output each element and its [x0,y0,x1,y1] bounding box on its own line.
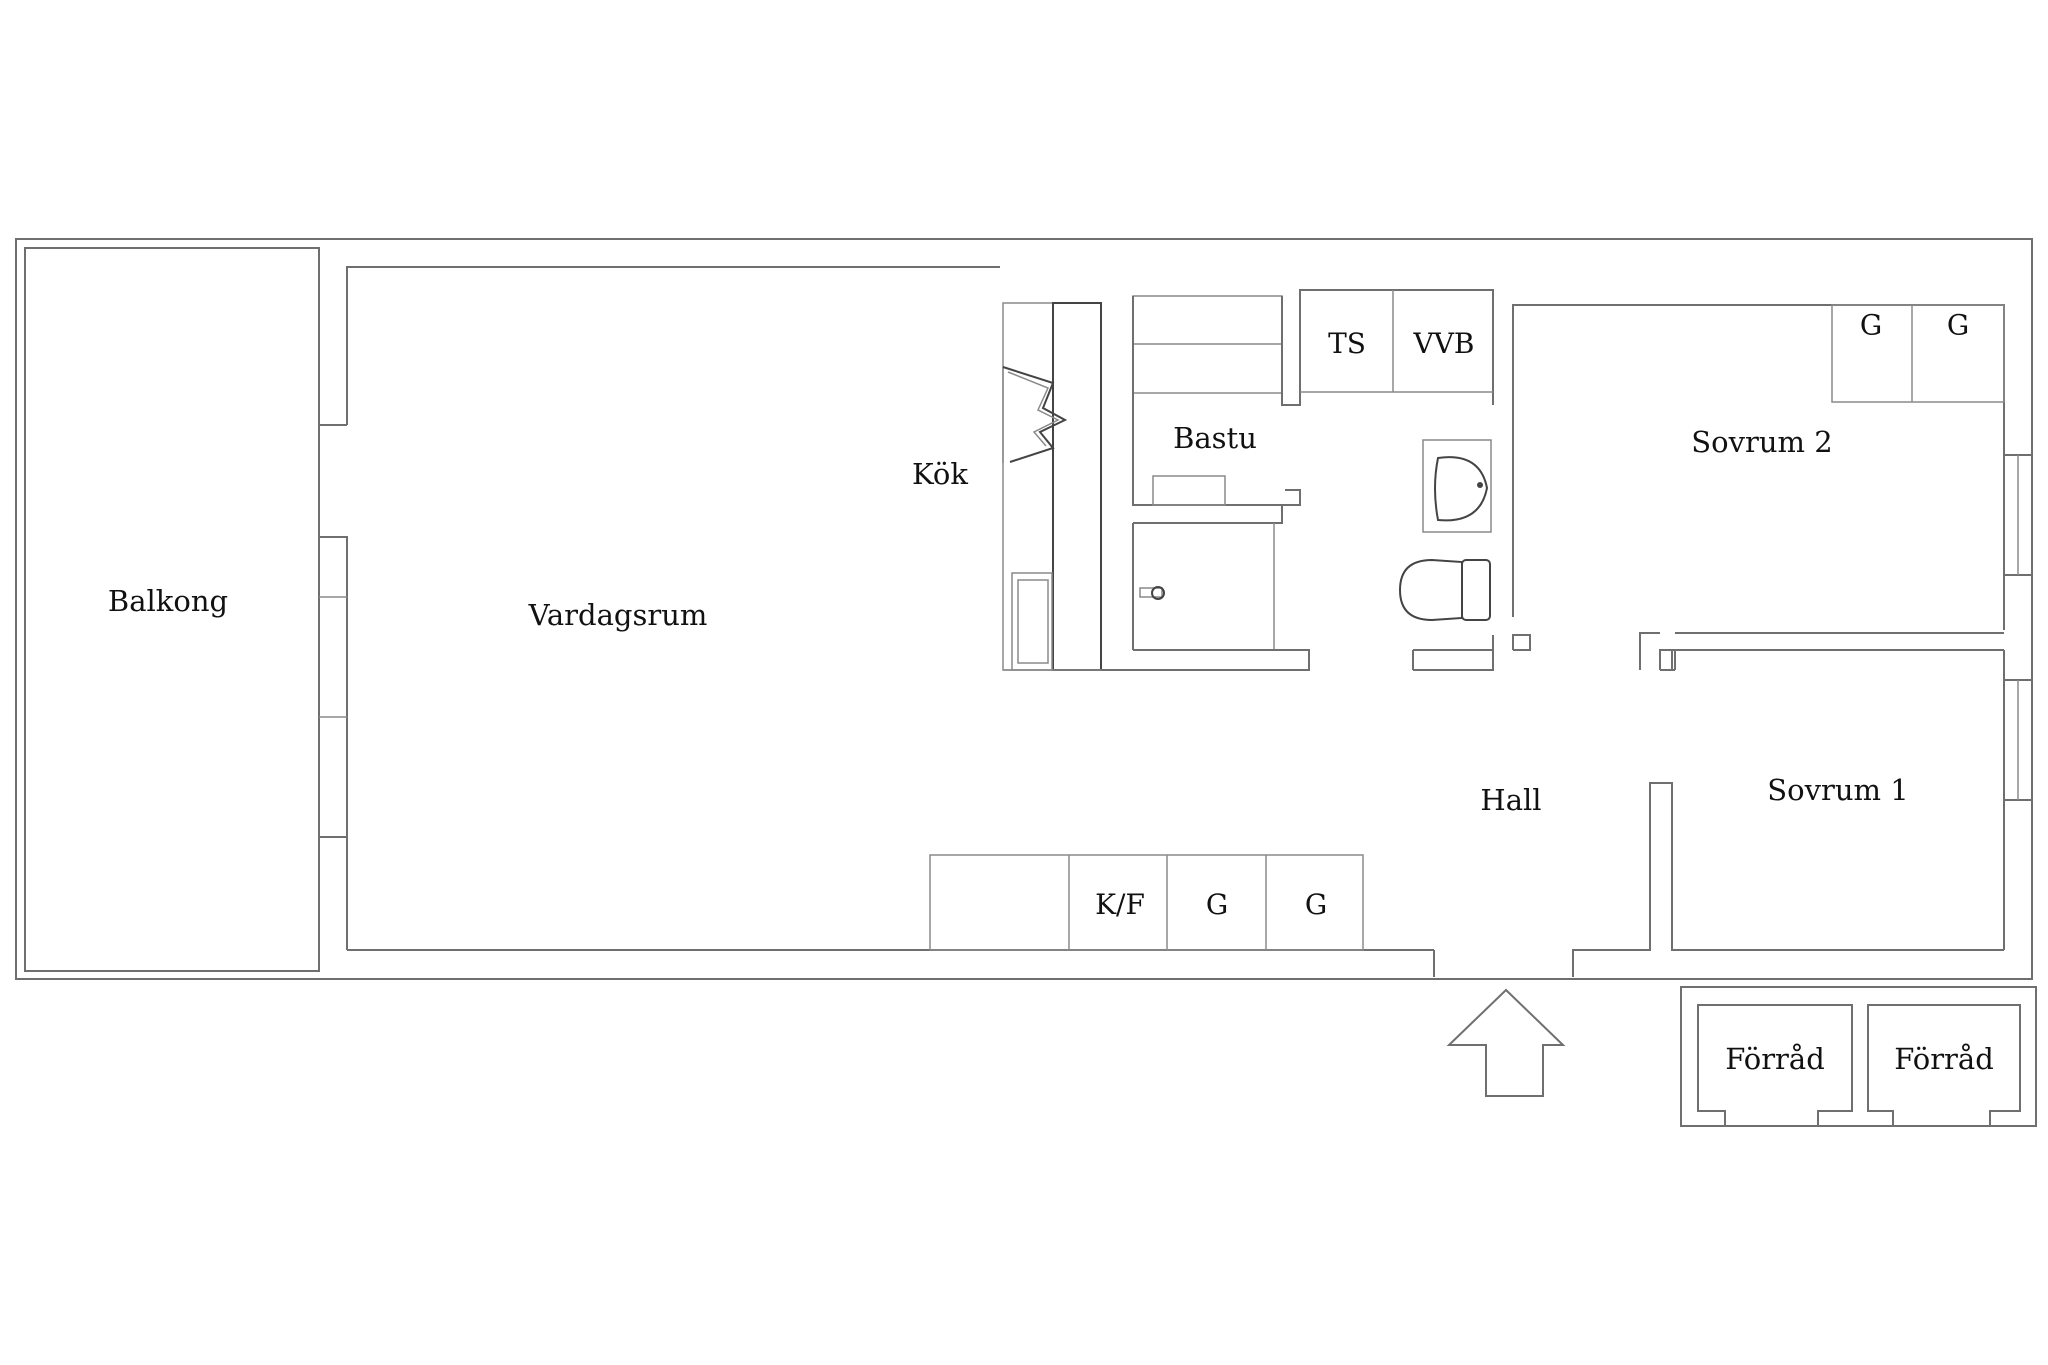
outer-walls [15,238,2033,980]
fixture-label-vvb: VVB [1412,327,1474,360]
fixture-label-ts: TS [1328,327,1366,360]
living-room-walls [319,266,2004,977]
room-label-forrad-1: Förråd [1725,1042,1825,1076]
fixture-label-g-hall-left: G [1206,888,1228,921]
room-label-vardagsrum: Vardagsrum [528,598,708,632]
room-label-bastu: Bastu [1173,421,1257,455]
room-label-kok: Kök [912,457,968,491]
fixture-label-g-hall-right: G [1305,888,1327,921]
hall-wardrobes [929,854,1364,951]
room-label-hall: Hall [1480,783,1541,817]
fixture-label-g-sovrum2-right: G [1947,309,1969,342]
sauna-bathroom-walls [1101,289,1494,671]
room-label-forrad-2: Förråd [1894,1042,1994,1076]
storage-walls [1680,986,2037,1127]
room-label-sovrum-2: Sovrum 2 [1691,425,1832,459]
room-label-sovrum-1: Sovrum 1 [1767,773,1908,807]
entrance-arrow-icon [1446,988,1566,1097]
room-label-balkong: Balkong [108,584,228,618]
fixture-label-g-sovrum2-left: G [1860,309,1882,342]
kitchen-counter [1002,302,1102,671]
fixture-label-kf: K/F [1095,888,1145,921]
bedroom-walls [1512,304,2032,950]
